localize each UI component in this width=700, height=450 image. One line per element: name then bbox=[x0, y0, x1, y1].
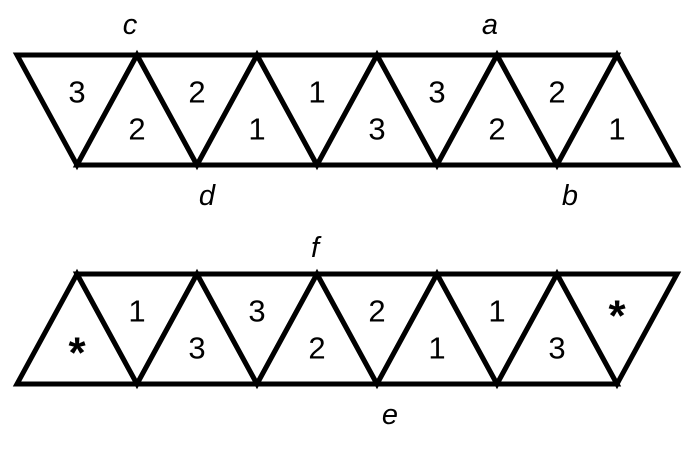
bottom-triangle-3-label: 3 bbox=[188, 330, 205, 365]
bottom-triangle-4-label: 3 bbox=[248, 294, 265, 329]
bottom-triangle-7-label: 1 bbox=[428, 330, 445, 365]
bottom-triangle-5-label: 2 bbox=[308, 330, 325, 365]
vertex-label-e: e bbox=[382, 399, 398, 431]
top-triangle-2-label: 2 bbox=[128, 111, 145, 146]
top-triangle-4-label: 1 bbox=[248, 111, 265, 146]
vertex-label-f: f bbox=[311, 232, 322, 264]
top-triangle-9-label: 2 bbox=[548, 75, 565, 110]
top-triangle-3-label: 2 bbox=[188, 75, 205, 110]
vertex-label-d: d bbox=[199, 180, 216, 212]
top-triangle-7-label: 3 bbox=[428, 75, 445, 110]
bottom-triangle-strip: * 1 3 3 2 2 1 1 3 * bbox=[12, 268, 682, 390]
vertex-label-c: c bbox=[123, 9, 138, 41]
top-triangle-strip: 3 2 2 1 1 3 3 2 2 1 bbox=[12, 49, 682, 171]
top-triangle-10 bbox=[552, 49, 682, 168]
top-triangle-10-label: 1 bbox=[608, 111, 625, 146]
bottom-triangle-10 bbox=[552, 271, 682, 390]
bottom-triangle-1-label: * bbox=[68, 328, 86, 377]
bottom-triangle-8-label: 1 bbox=[488, 294, 505, 329]
bottom-triangle-9-label: 3 bbox=[548, 330, 565, 365]
top-triangle-6-label: 3 bbox=[368, 111, 385, 146]
bottom-triangle-2-label: 1 bbox=[128, 294, 145, 329]
top-triangle-5-label: 1 bbox=[308, 75, 325, 110]
bottom-triangle-6-label: 2 bbox=[368, 294, 385, 329]
top-triangle-8-label: 2 bbox=[488, 111, 505, 146]
vertex-label-b: b bbox=[562, 180, 578, 212]
vertex-label-a: a bbox=[482, 9, 498, 41]
bottom-triangle-10-label: * bbox=[608, 292, 626, 341]
top-triangle-1-label: 3 bbox=[68, 75, 85, 110]
